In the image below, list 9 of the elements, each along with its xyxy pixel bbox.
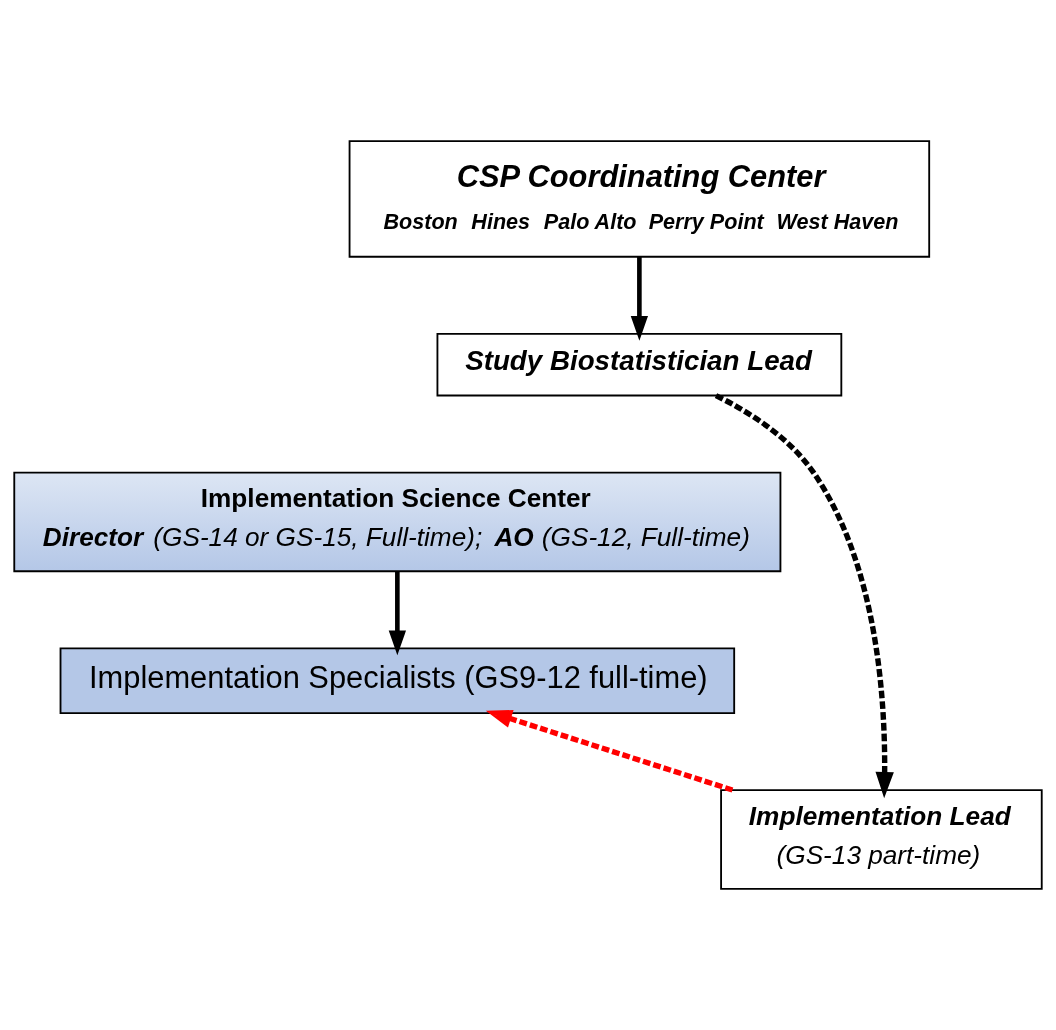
node-box: Study Biostatistician Lead [436,332,843,397]
arrow [630,256,649,341]
node-box: Implementation Science Center Director (GS-14 or GS-15, Full-time); AO (GS-12, Full-time) [13,471,782,573]
node-box: CSP Coordinating Center Boston Hines Palo Alto Perry Point West Haven [348,140,931,258]
node-box: Implementation Specialists (GS9-12 full-time) [59,647,736,714]
node-box: Implementation Lead (GS-13 part-time) [720,789,1043,890]
arrow [388,571,406,656]
arrow [714,393,894,799]
arrow [485,710,734,793]
